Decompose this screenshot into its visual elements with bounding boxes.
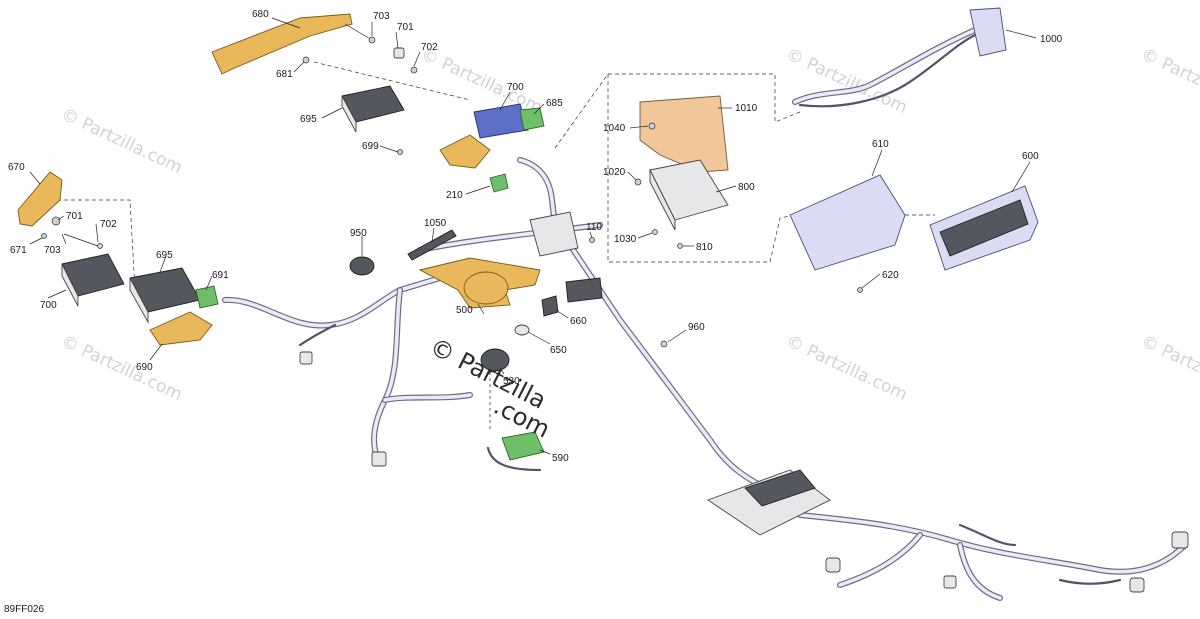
callout-703: 703 <box>44 245 61 256</box>
clip-960 <box>660 340 668 348</box>
callout-703: 703 <box>373 11 390 22</box>
screw-810 <box>677 243 683 249</box>
callout-690: 690 <box>136 362 153 373</box>
callout-610: 610 <box>872 139 889 150</box>
callout-1010: 1010 <box>735 103 758 114</box>
callout-681: 681 <box>276 69 293 80</box>
callout-699: 699 <box>362 141 379 152</box>
screw-1030 <box>652 229 658 235</box>
callout-810: 810 <box>696 242 713 253</box>
callout-1000: 1000 <box>1040 34 1063 45</box>
callout-660: 660 <box>570 316 587 327</box>
callout-701: 701 <box>397 22 414 33</box>
callout-labels: 680 703 701 702 681 700 685 695 699 210 … <box>8 9 1063 464</box>
callout-695: 695 <box>300 114 317 125</box>
callout-210: 210 <box>446 190 463 201</box>
screw-702 <box>97 243 103 249</box>
connector-685 <box>519 107 545 131</box>
screw-703 <box>368 36 376 44</box>
callout-110: 110 <box>586 222 602 233</box>
callout-702: 702 <box>100 219 117 230</box>
parts <box>17 7 1189 593</box>
connector-block <box>565 277 603 303</box>
screw-702 <box>410 66 418 74</box>
watermark-text: © Partzilla.com <box>1138 331 1200 405</box>
screw-699 <box>397 149 403 155</box>
screw-681 <box>302 56 310 64</box>
junction-box <box>529 211 579 257</box>
callout-700: 700 <box>507 82 524 93</box>
bracket-680 <box>211 13 353 75</box>
callout-702: 702 <box>421 42 438 53</box>
bracket-670 <box>17 171 63 227</box>
switch-950 <box>349 256 375 276</box>
screw-671 <box>41 233 47 239</box>
callout-1030: 1030 <box>614 234 637 245</box>
screw-1040 <box>648 122 656 130</box>
assembly-outlines <box>50 61 935 291</box>
bracket-690 <box>149 311 213 346</box>
sensor-660 <box>541 295 559 317</box>
fuse-box-700 <box>473 103 529 139</box>
cluster-cover-610 <box>789 174 906 271</box>
module-590 <box>501 431 545 461</box>
watermark-text: © Partzilla.com <box>783 44 910 118</box>
connector-210 <box>489 173 509 193</box>
watermark-text: © Partzilla.com <box>1138 44 1200 118</box>
screw-1020 <box>634 178 642 186</box>
watermark-text: © Partzilla.com <box>783 331 910 405</box>
watermark-main-line1: © Partzilla <box>425 332 550 414</box>
connector-1000 <box>969 7 1007 57</box>
figure-code: 89FF026 <box>4 604 44 615</box>
callout-530: 530 <box>503 376 520 387</box>
bracket-1010 <box>639 95 729 173</box>
connector-left-harness <box>299 351 313 365</box>
callout-590: 590 <box>552 453 569 464</box>
grommet-650 <box>514 324 530 336</box>
connector-bottom <box>825 557 841 573</box>
connector-bottom <box>943 575 957 589</box>
connector-bottom <box>1129 577 1145 593</box>
callout-700: 700 <box>40 300 57 311</box>
watermark-text: © Partzilla.com <box>58 104 185 178</box>
callout-685: 685 <box>546 98 563 109</box>
callout-1050: 1050 <box>424 218 447 229</box>
callout-600: 600 <box>1022 151 1039 162</box>
callout-960: 960 <box>688 322 705 333</box>
callout-650: 650 <box>550 345 567 356</box>
nut-701 <box>393 47 405 59</box>
leader-lines <box>29 17 1037 455</box>
rod-1050 <box>407 229 457 261</box>
callout-671: 671 <box>10 245 27 256</box>
callout-1040: 1040 <box>603 123 626 134</box>
callout-691: 691 <box>212 270 229 281</box>
washer-701 <box>51 216 61 226</box>
screw-620 <box>857 287 863 293</box>
callout-695: 695 <box>156 250 173 261</box>
callout-701: 701 <box>66 211 83 222</box>
watermark-text: © Partzilla.com <box>418 44 545 118</box>
callout-800: 800 <box>738 182 755 193</box>
callout-670: 670 <box>8 162 25 173</box>
connector-691 <box>195 285 219 309</box>
screw-110 <box>589 237 595 243</box>
horn-530 <box>480 348 510 372</box>
callout-950: 950 <box>350 228 367 239</box>
connector-bottom <box>1171 531 1189 549</box>
callout-1020: 1020 <box>603 167 626 178</box>
bracket-top <box>439 134 491 169</box>
connector-left-harness <box>371 451 387 467</box>
callout-500: 500 <box>456 305 473 316</box>
callout-680: 680 <box>252 9 269 20</box>
callout-620: 620 <box>882 270 899 281</box>
